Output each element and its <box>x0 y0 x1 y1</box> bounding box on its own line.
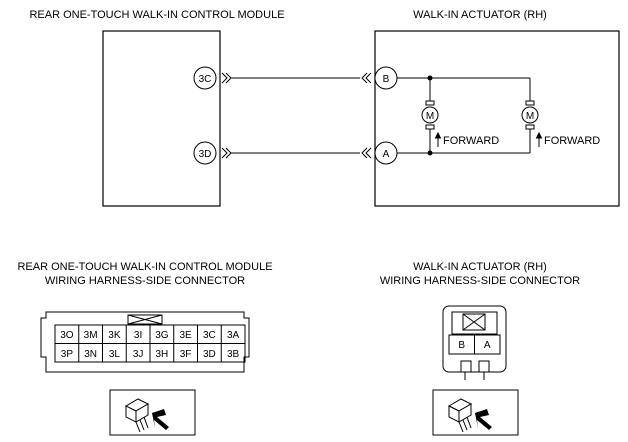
pin-3j: 3J <box>133 349 144 360</box>
pin-3b: 3B <box>227 349 240 360</box>
pin-3m: 3M <box>84 330 98 341</box>
actuator-pin-b: B <box>458 340 465 351</box>
junction-dot <box>427 150 433 156</box>
actuator-internal-wiring <box>397 77 531 154</box>
arrow-up-icon <box>434 131 543 147</box>
motor-label: M <box>426 111 434 122</box>
pin-3k: 3K <box>108 330 121 341</box>
motor-icon: M <box>521 100 539 130</box>
module-connector-title-line2: WIRING HARNESS-SIDE CONNECTOR <box>45 275 245 287</box>
terminal-3d: 3D <box>193 141 217 165</box>
pin-3l: 3L <box>109 349 121 360</box>
chevron-icon <box>221 72 232 159</box>
terminal-3c: 3C <box>193 66 217 90</box>
pin-3d: 3D <box>203 349 216 360</box>
terminal-b: B <box>374 66 398 90</box>
actuator-connector-title-line1: WALK-IN ACTUATOR (RH) <box>413 261 547 273</box>
actuator-connector <box>442 305 507 380</box>
module-box <box>102 30 221 207</box>
connector-view-arrow-icon <box>109 389 196 436</box>
module-connector-pins: 3O 3M 3K 3I 3G 3E 3C 3A 3P 3N 3L 3J 3H 3… <box>60 330 239 360</box>
pin-3g: 3G <box>155 330 169 341</box>
terminal-a-label: A <box>383 149 390 160</box>
pin-3o: 3O <box>60 330 74 341</box>
actuator-title: WALK-IN ACTUATOR (RH) <box>413 9 547 21</box>
forward-label-1: FORWARD <box>443 135 499 147</box>
pin-3i: 3I <box>134 330 142 341</box>
module-connector-title-line1: REAR ONE-TOUCH WALK-IN CONTROL MODULE <box>17 261 272 273</box>
actuator-pin-a: A <box>484 340 491 351</box>
pin-3n: 3N <box>84 349 97 360</box>
pin-3h: 3H <box>156 349 169 360</box>
module-connector <box>40 311 250 373</box>
module-title: REAR ONE-TOUCH WALK-IN CONTROL MODULE <box>29 9 284 21</box>
actuator-connector-title-line2: WIRING HARNESS-SIDE CONNECTOR <box>380 275 580 287</box>
motor-label: M <box>526 111 534 122</box>
terminal-3c-label: 3C <box>199 74 212 85</box>
pin-3p: 3P <box>61 349 74 360</box>
connector-view-arrow-icon <box>432 389 519 436</box>
pin-3f: 3F <box>180 349 192 360</box>
terminal-b-label: B <box>383 74 390 85</box>
pin-3a: 3A <box>227 330 240 341</box>
terminal-3d-label: 3D <box>199 149 212 160</box>
forward-label-2: FORWARD <box>544 135 600 147</box>
chevron-icon <box>361 72 372 159</box>
motor-icon: M <box>421 100 439 130</box>
pin-3e: 3E <box>179 330 192 341</box>
junction-dot <box>427 75 433 81</box>
actuator-box <box>374 30 620 207</box>
terminal-a: A <box>374 141 398 165</box>
pin-3c: 3C <box>203 330 216 341</box>
